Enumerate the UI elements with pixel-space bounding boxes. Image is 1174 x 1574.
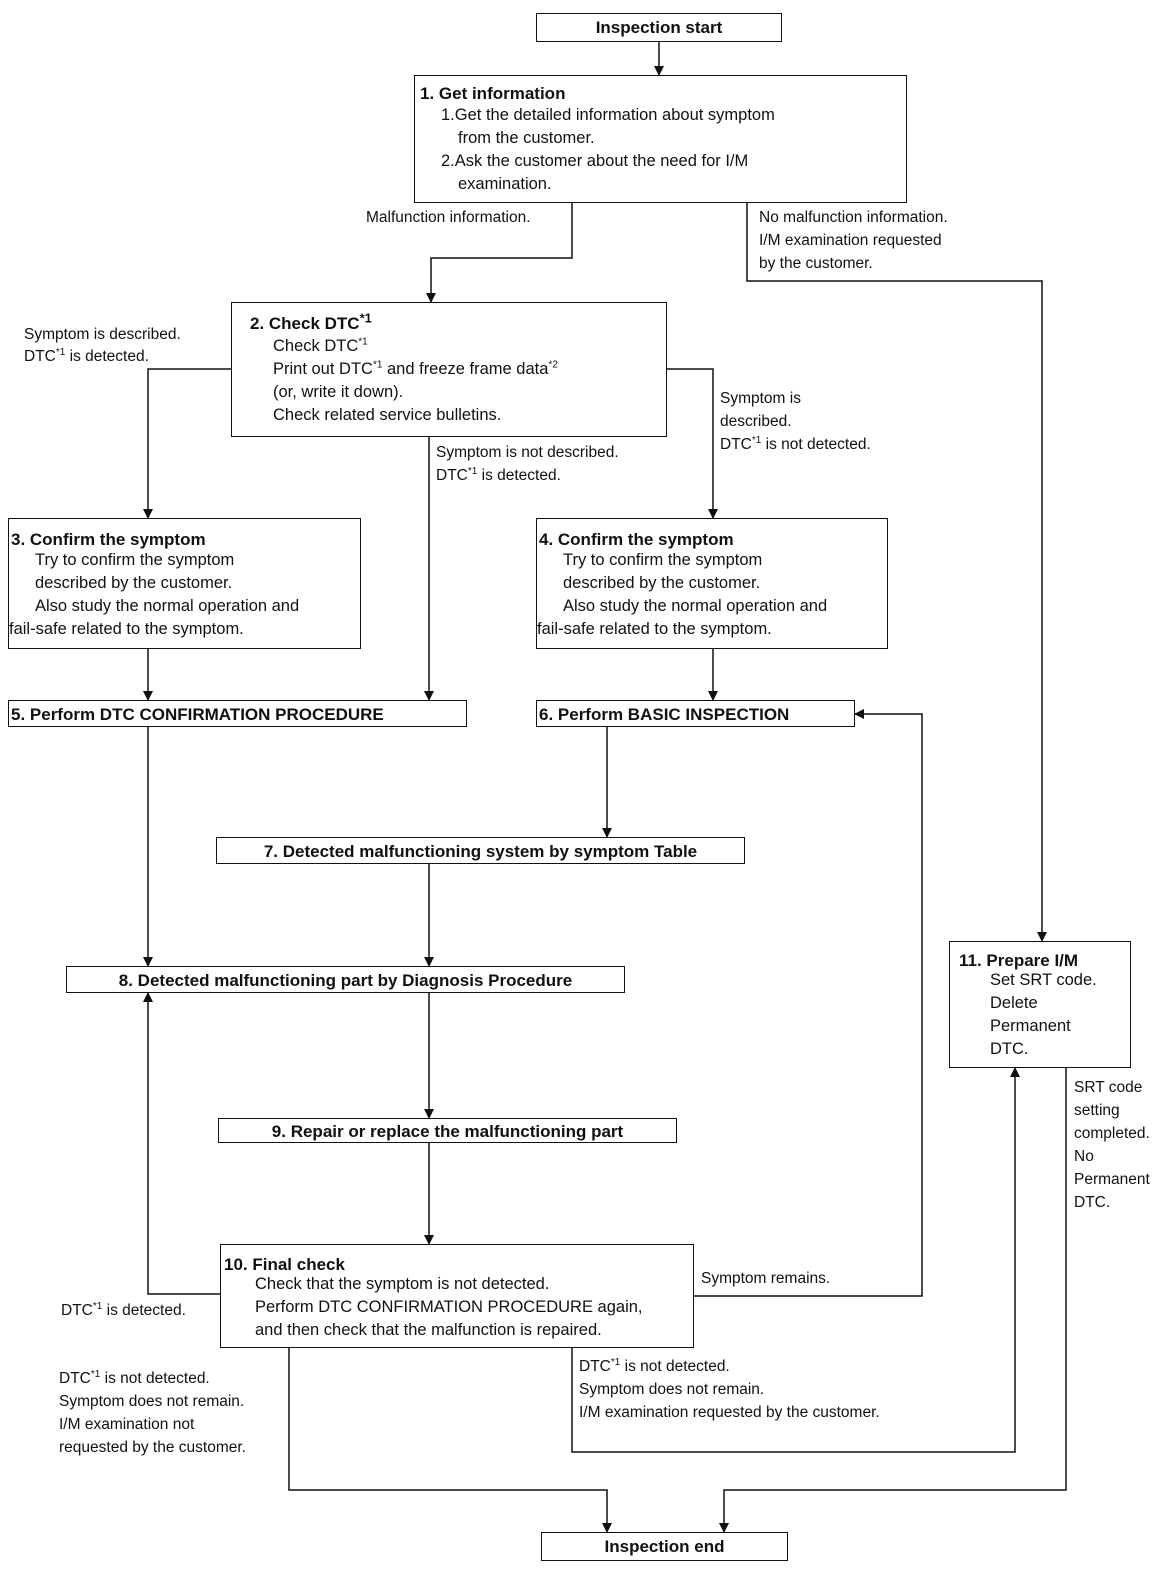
step-8-diagnosis-procedure: 8. Detected malfunctioning part by Diagn… bbox=[66, 966, 625, 993]
step-1-line-1: 1.Get the detailed information about sym… bbox=[441, 106, 775, 124]
label-end-left-1: DTC*1 is not detected. bbox=[59, 1368, 210, 1387]
edge-1-to-11 bbox=[746, 203, 1047, 942]
label-end-left-2: Symptom does not remain. bbox=[59, 1393, 245, 1410]
step-4-line-2: described by the customer. bbox=[563, 574, 761, 592]
step-6-title: 6. Perform BASIC INSPECTION bbox=[539, 705, 790, 724]
label-symptom-is-1: Symptom is bbox=[720, 390, 801, 407]
step-11-line-4: DTC. bbox=[990, 1040, 1029, 1058]
label-symptom-remains: Symptom remains. bbox=[701, 1270, 831, 1287]
step-2-line-1: Check DTC*1 bbox=[273, 336, 368, 355]
label-srt-done-4: No bbox=[1074, 1148, 1094, 1165]
step-3-line-2: described by the customer. bbox=[35, 574, 233, 592]
step-5-title: 5. Perform DTC CONFIRMATION PROCEDURE bbox=[11, 705, 384, 724]
label-srt-done-1: SRT code bbox=[1074, 1079, 1143, 1096]
step-2-line-4: Check related service bulletins. bbox=[273, 406, 502, 424]
step-11-line-2: Delete bbox=[990, 994, 1038, 1012]
step-4-line-3: Also study the normal operation and bbox=[563, 597, 828, 615]
step-3-title: 3. Confirm the symptom bbox=[11, 530, 206, 549]
label-to-im-3: I/M examination requested by the custome… bbox=[579, 1404, 880, 1421]
step-11-line-3: Permanent bbox=[990, 1017, 1071, 1035]
label-srt-done-2: setting bbox=[1074, 1102, 1120, 1119]
label-end-left-3: I/M examination not bbox=[59, 1416, 195, 1433]
step-11-prepare-im: 11. Prepare I/M Set SRT code. Delete Per… bbox=[949, 941, 1131, 1068]
step-9-repair-replace: 9. Repair or replace the malfunctioning … bbox=[218, 1118, 677, 1143]
step-10-line-1: Check that the symptom is not detected. bbox=[255, 1275, 550, 1293]
step-10-line-2: Perform DTC CONFIRMATION PROCEDURE again… bbox=[255, 1298, 643, 1316]
inspection-end-box: Inspection end bbox=[541, 1532, 788, 1561]
label-symptom-is-3: DTC*1 is not detected. bbox=[720, 434, 871, 453]
label-dtc-detected: DTC*1 is detected. bbox=[61, 1300, 186, 1319]
label-srt-done-6: DTC. bbox=[1074, 1194, 1111, 1211]
step-1-title: 1. Get information bbox=[420, 84, 566, 103]
step-3-line-1: Try to confirm the symptom bbox=[35, 551, 235, 569]
label-symptom-not-described-1: Symptom is not described. bbox=[436, 444, 619, 461]
label-symptom-is-2: described. bbox=[720, 413, 792, 430]
label-no-malfunction-2: I/M examination requested bbox=[759, 232, 942, 249]
step-3-line-4: fail-safe related to the symptom. bbox=[9, 620, 244, 638]
step-2-check-dtc: 2. Check DTC*1 Check DTC*1 Print out DTC… bbox=[231, 302, 667, 437]
step-1-get-information: 1. Get information 1.Get the detailed in… bbox=[414, 75, 907, 203]
step-7-title: 7. Detected malfunctioning system by sym… bbox=[263, 842, 698, 861]
label-to-im-2: Symptom does not remain. bbox=[579, 1381, 765, 1398]
step-11-line-1: Set SRT code. bbox=[990, 971, 1097, 989]
step-3-line-3: Also study the normal operation and bbox=[35, 597, 300, 615]
label-srt-done-3: completed. bbox=[1074, 1125, 1150, 1142]
edge-11-to-end bbox=[719, 1068, 1067, 1533]
step-5-dtc-confirmation: 5. Perform DTC CONFIRMATION PROCEDURE bbox=[8, 700, 467, 727]
label-symptom-not-described-2: DTC*1 is detected. bbox=[436, 465, 561, 484]
edge-10-to-6 bbox=[694, 709, 923, 1297]
step-2-line-2: Print out DTC*1 and freeze frame data*2 bbox=[273, 359, 558, 378]
step-4-line-4: fail-safe related to the symptom. bbox=[537, 620, 772, 638]
label-symptom-described-1: Symptom is described. bbox=[24, 326, 181, 343]
edge-2-to-4 bbox=[667, 368, 718, 519]
inspection-start-title: Inspection start bbox=[595, 18, 723, 37]
step-1-line-3: 2.Ask the customer about the need for I/… bbox=[441, 152, 749, 170]
step-6-basic-inspection: 6. Perform BASIC INSPECTION bbox=[536, 700, 855, 727]
label-end-left-4: requested by the customer. bbox=[59, 1439, 246, 1456]
step-1-line-4: examination. bbox=[458, 175, 552, 193]
edge-1-to-2 bbox=[426, 203, 573, 303]
label-malfunction-information: Malfunction information. bbox=[366, 209, 531, 226]
step-10-final-check: 10. Final check Check that the symptom i… bbox=[220, 1244, 694, 1348]
step-2-line-3: (or, write it down). bbox=[273, 383, 404, 401]
label-symptom-described-2: DTC*1 is detected. bbox=[24, 346, 149, 365]
step-8-title: 8. Detected malfunctioning part by Diagn… bbox=[118, 971, 573, 990]
label-no-malfunction-3: by the customer. bbox=[759, 255, 873, 272]
edge-10-to-11 bbox=[571, 1067, 1020, 1453]
step-2-title: 2. Check DTC*1 bbox=[250, 310, 372, 333]
edge-10-to-end bbox=[288, 1348, 612, 1533]
step-1-line-2: from the customer. bbox=[458, 129, 595, 147]
step-4-line-1: Try to confirm the symptom bbox=[563, 551, 763, 569]
step-11-title: 11. Prepare I/M bbox=[959, 951, 1079, 970]
step-10-line-3: and then check that the malfunction is r… bbox=[255, 1321, 602, 1339]
step-9-title: 9. Repair or replace the malfunctioning … bbox=[271, 1122, 624, 1141]
step-4-title: 4. Confirm the symptom bbox=[539, 530, 734, 549]
inspection-start-box: Inspection start bbox=[536, 13, 782, 42]
step-10-title: 10. Final check bbox=[224, 1255, 345, 1274]
inspection-end-title: Inspection end bbox=[604, 1537, 725, 1556]
label-srt-done-5: Permanent bbox=[1074, 1171, 1150, 1188]
step-4-confirm-symptom: 4. Confirm the symptom Try to confirm th… bbox=[536, 518, 888, 649]
edge-2-to-3 bbox=[143, 368, 232, 519]
label-to-im-1: DTC*1 is not detected. bbox=[579, 1356, 730, 1375]
edge-10-to-8 bbox=[143, 992, 220, 1295]
step-3-confirm-symptom: 3. Confirm the symptom Try to confirm th… bbox=[8, 518, 361, 649]
label-no-malfunction-1: No malfunction information. bbox=[759, 209, 948, 226]
step-7-symptom-table: 7. Detected malfunctioning system by sym… bbox=[216, 837, 745, 864]
